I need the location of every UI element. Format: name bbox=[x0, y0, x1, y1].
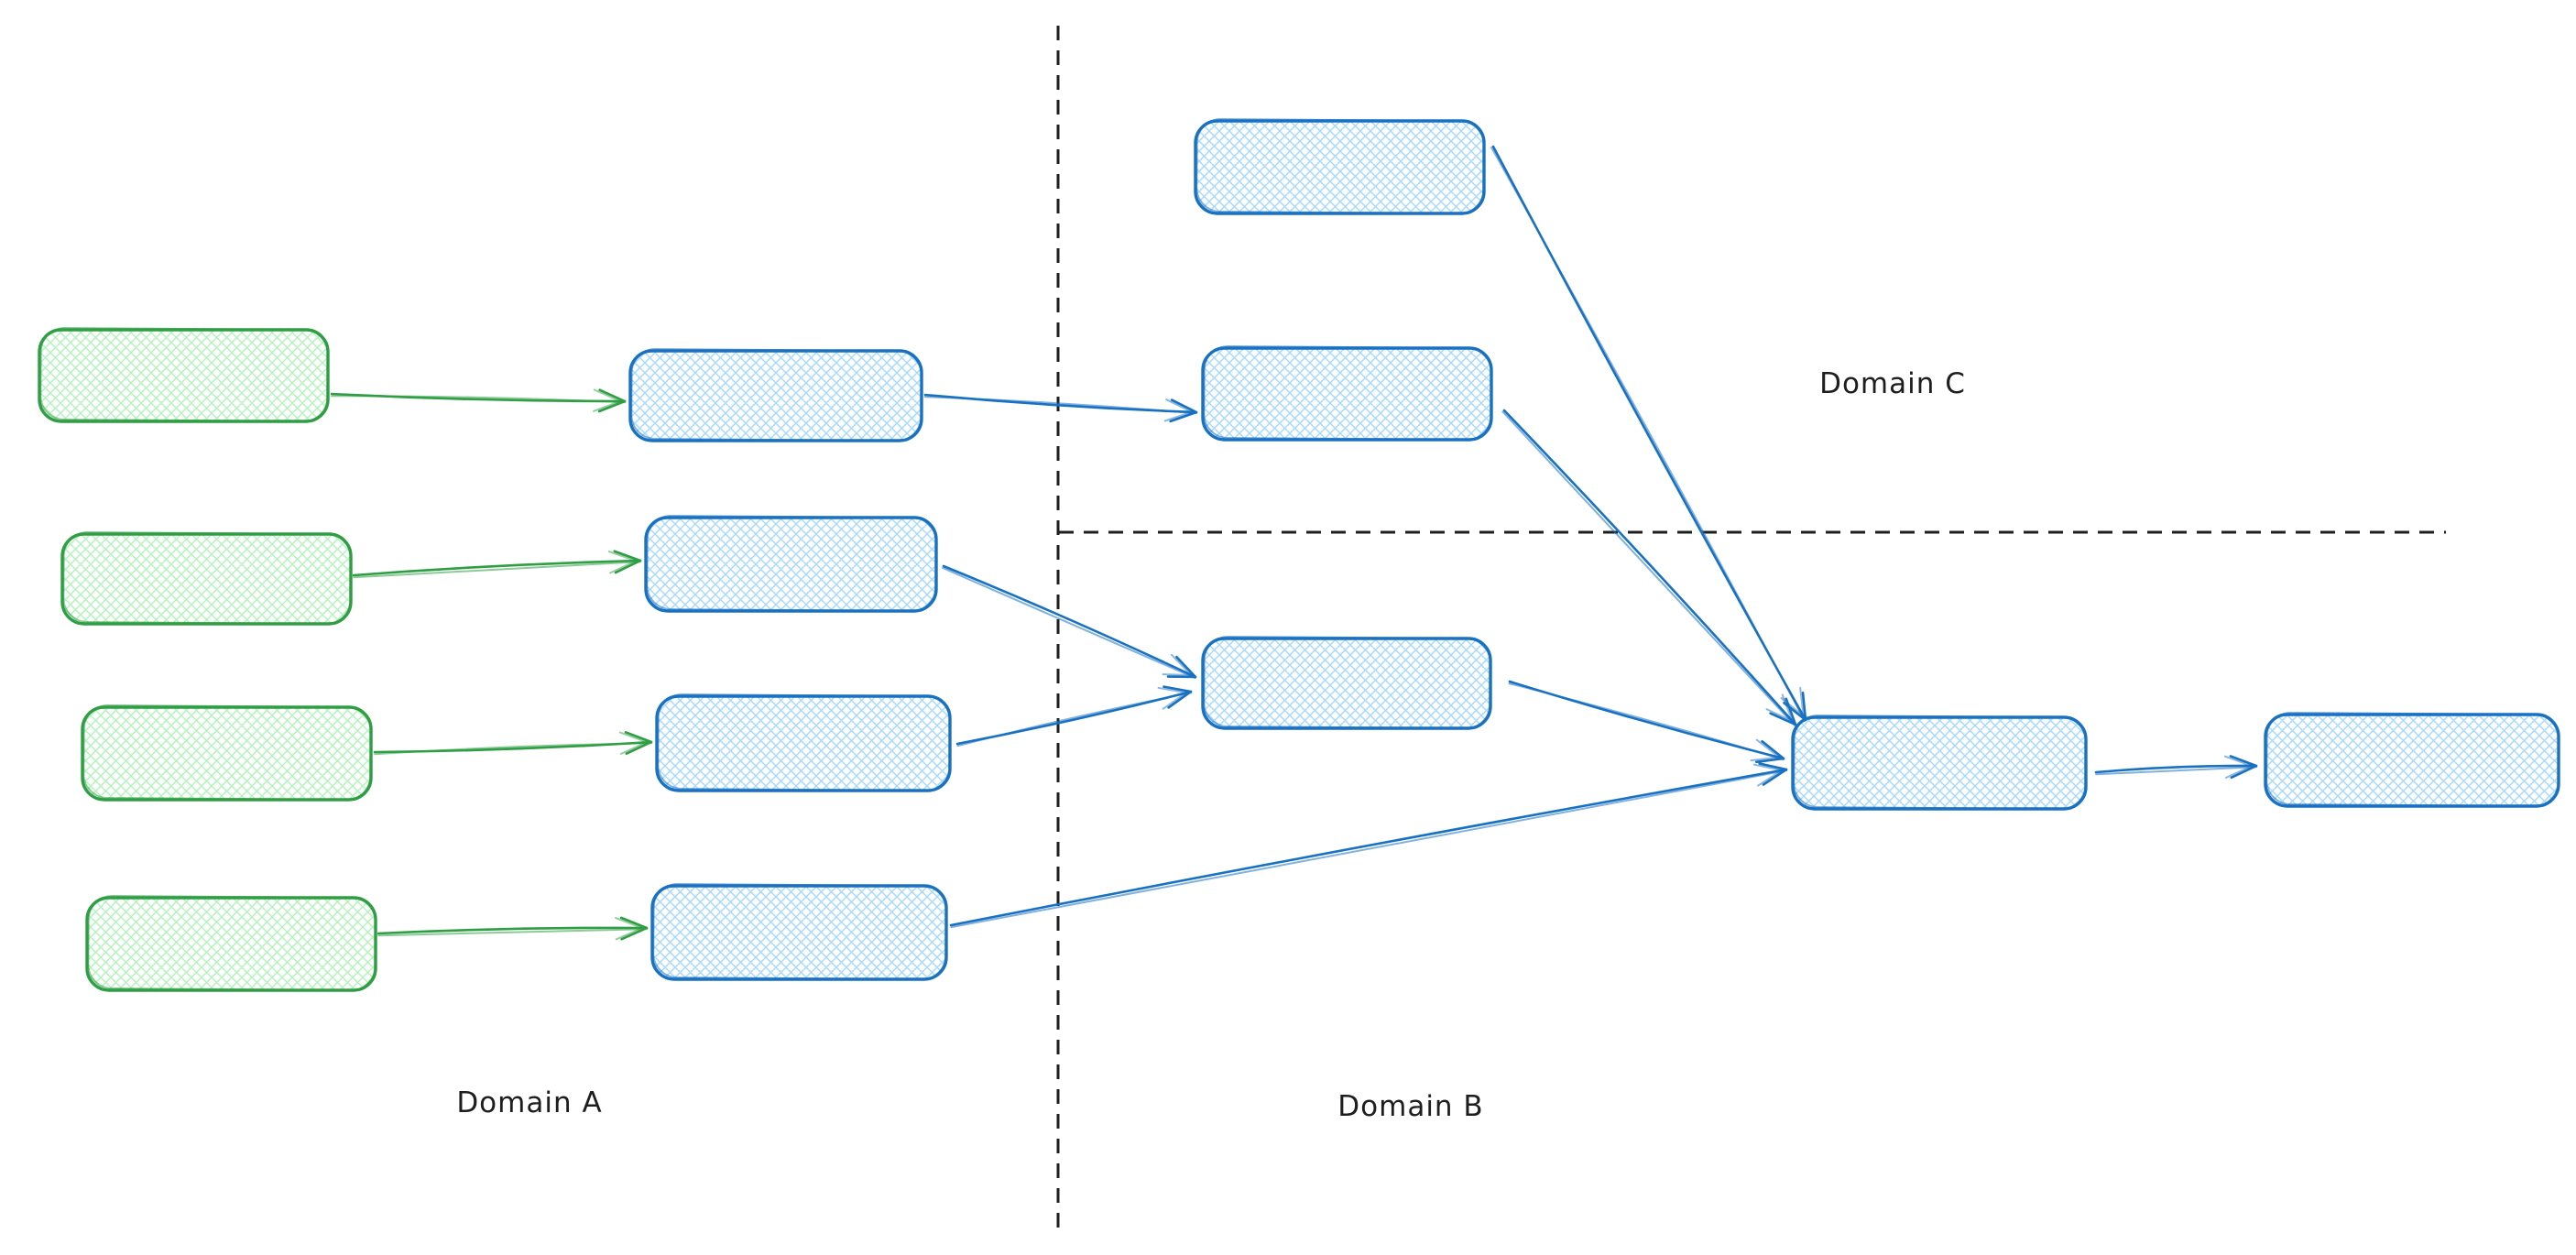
node-blue-box-5 bbox=[1194, 117, 1486, 215]
edge-blue-box-6-to-blue-box-8 bbox=[1501, 409, 1797, 726]
node-green-box-2 bbox=[60, 530, 353, 626]
edge-blue-box-5-to-blue-box-8 bbox=[1490, 145, 1807, 722]
edge-blue-box-8-to-blue-box-9 bbox=[2094, 755, 2258, 780]
edge-blue-box-2-to-blue-box-7 bbox=[942, 564, 1197, 680]
label-domain-c: Domain C bbox=[1819, 367, 1966, 400]
edge-green-box-2-to-blue-box-2 bbox=[352, 550, 642, 579]
edge-blue-box-7-to-blue-box-8 bbox=[1508, 680, 1785, 764]
edge-green-box-1-to-blue-box-1 bbox=[330, 388, 627, 413]
edge-blue-box-3-to-blue-box-7 bbox=[955, 685, 1193, 748]
domain-dividers bbox=[1056, 26, 2446, 1237]
label-domain-a: Domain A bbox=[456, 1086, 602, 1119]
node-blue-box-9 bbox=[2264, 711, 2560, 808]
edge-blue-box-4-to-blue-box-8 bbox=[949, 762, 1788, 929]
edge-blue-box-1-to-blue-box-6 bbox=[923, 393, 1198, 423]
node-blue-box-7 bbox=[1201, 635, 1492, 730]
node-blue-box-6 bbox=[1201, 344, 1493, 442]
node-green-box-4 bbox=[85, 894, 377, 992]
node-blue-box-3 bbox=[655, 693, 952, 792]
node-green-box-3 bbox=[81, 704, 373, 802]
nodes-layer bbox=[38, 117, 2560, 992]
edges-layer bbox=[330, 145, 2258, 941]
node-blue-box-2 bbox=[644, 514, 938, 613]
labels-layer: Domain A Domain B Domain C bbox=[456, 367, 1966, 1123]
edge-green-box-4-to-blue-box-4 bbox=[377, 916, 649, 941]
node-blue-box-4 bbox=[650, 882, 948, 981]
node-blue-box-8 bbox=[1791, 714, 2088, 811]
node-green-box-1 bbox=[38, 326, 330, 423]
edge-green-box-3-to-blue-box-3 bbox=[373, 731, 653, 756]
node-blue-box-1 bbox=[628, 347, 923, 442]
label-domain-b: Domain B bbox=[1337, 1090, 1483, 1123]
